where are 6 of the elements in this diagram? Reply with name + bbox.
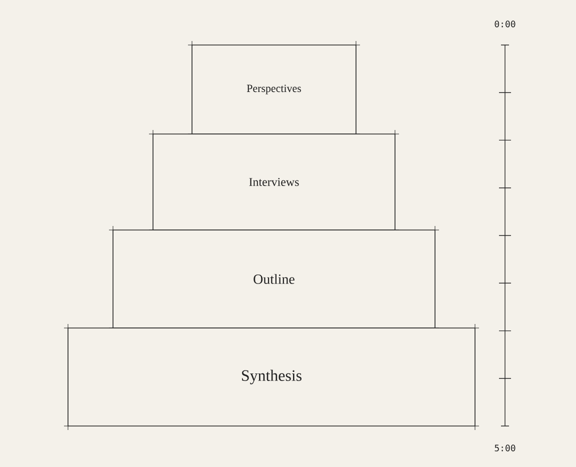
tier-box: Synthesis: [64, 324, 480, 430]
tier-box: Interviews: [148, 130, 400, 234]
time-label: 0:00: [494, 20, 516, 28]
tier-box: Outline: [108, 226, 440, 332]
tier-box: Perspectives: [188, 40, 360, 138]
time-label: 5:00: [494, 444, 516, 452]
